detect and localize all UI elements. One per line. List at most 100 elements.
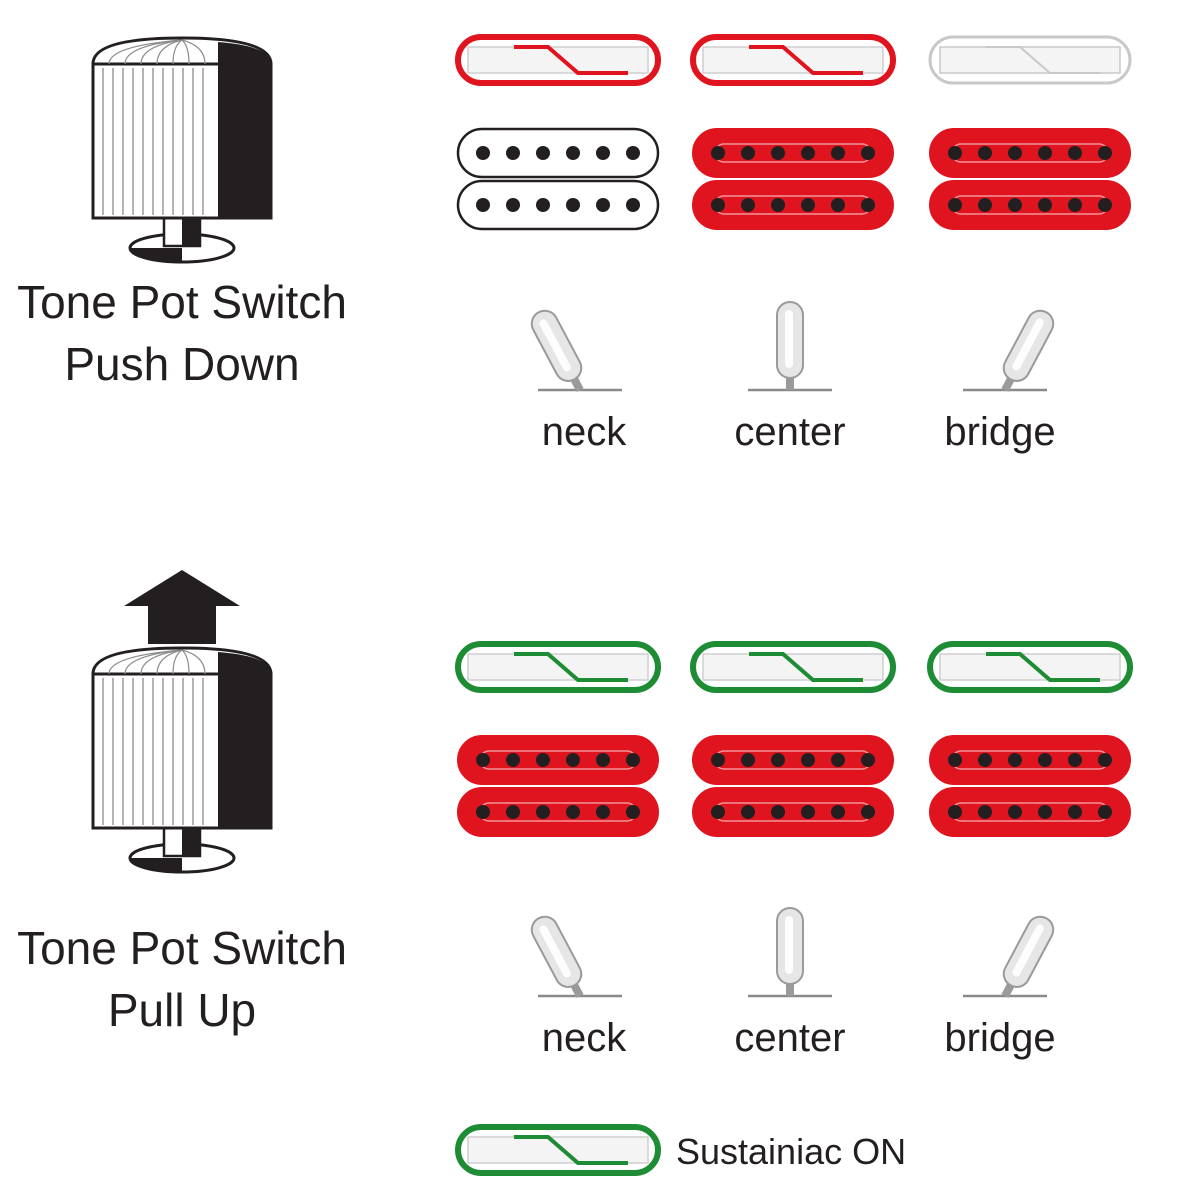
humbucker-coil-top-push-down-neck-body: [456, 127, 660, 179]
sustainiac-pickup-icon-push-down-bridge: [928, 35, 1132, 85]
knob-icon-pull-up-base-ring-shade: [130, 858, 182, 872]
pull-up-title-line2: Pull Up: [108, 984, 256, 1036]
knob-icon-pull-up-dome-shade: [218, 652, 271, 674]
humbucker-coil-top-pull-up-center-pole-1: [711, 753, 725, 767]
selector-lever-icon-pull-up-neck: [530, 915, 622, 998]
humbucker-coil-bottom-pull-up-neck-pole-2: [506, 805, 520, 819]
push-down-label-neck: neck: [542, 410, 627, 454]
humbucker-coil-top-pull-up-bridge-pole-4: [1038, 753, 1052, 767]
humbucker-coil-top-pull-up-bridge: [929, 735, 1131, 785]
sustainiac-pickup-icon-push-down-neck-core: [467, 46, 649, 74]
humbucker-coil-top-push-down-bridge-pole-6: [1098, 146, 1112, 160]
humbucker-coil-top-push-down-neck-pole-3: [536, 146, 550, 160]
section-push-down: [91, 34, 1132, 392]
knob-icon-pull-up-dome-rib-7: [181, 649, 206, 675]
legend-label: Sustainiac ON: [676, 1131, 906, 1172]
humbucker-coil-bottom-pull-up-bridge-pole-4: [1038, 805, 1052, 819]
pull-up-label-neck: neck: [542, 1016, 627, 1060]
humbucker-coil-top-push-down-center-pole-6: [861, 146, 875, 160]
humbucker-coil-top-pull-up-center-pole-6: [861, 753, 875, 767]
knob-icon-push-down-dome-rib-6: [181, 39, 190, 65]
humbucker-coil-top-push-down-neck-pole-5: [596, 146, 610, 160]
sustainiac-pickup-icon-pull-up-center-core: [702, 653, 884, 681]
sustainiac-pickup-icon-push-down-neck: [455, 34, 661, 86]
humbucker-coil-top-push-down-bridge-pole-3: [1008, 146, 1022, 160]
sustainiac-pickup-icon-push-down-center: [690, 34, 896, 86]
knob-icon-push-down-dome-rib-3: [140, 39, 183, 65]
humbucker-coil-top-push-down-neck-pole-2: [506, 146, 520, 160]
section-pull-up: [91, 570, 1133, 998]
selector-lever-icon-pull-up-neck-stick: [530, 915, 584, 998]
humbucker-coil-top-push-down-neck: [456, 127, 660, 179]
humbucker-coil-top-pull-up-center-pole-5: [831, 753, 845, 767]
push-down-label-center: center: [734, 410, 845, 454]
knob-icon-pull-up-dome-rib-5: [172, 649, 183, 675]
sustainiac-pickup-icon-pull-up-center: [690, 641, 896, 693]
legend-sustainiac-pickup-icon-core: [467, 1136, 649, 1164]
humbucker-coil-bottom-pull-up-center-pole-3: [771, 805, 785, 819]
humbucker-coil-bottom-push-down-neck-pole-3: [536, 198, 550, 212]
sustainiac-pickup-icon-pull-up-neck-core: [467, 653, 649, 681]
knob-icon-push-down-base-ring-shade: [130, 248, 182, 262]
humbucker-coil-top-pull-up-center-body: [692, 735, 894, 785]
sustainiac-pickup-icon-pull-up-neck: [455, 641, 661, 693]
humbucker-coil-bottom-push-down-neck-body: [456, 179, 660, 231]
sustainiac-pickup-icon-push-down-neck-switch-line: [514, 45, 628, 75]
knob-icon-push-down-dome-shade: [218, 42, 271, 64]
humbucker-coil-top-push-down-bridge-pole-4: [1038, 146, 1052, 160]
selector-lever-icon-push-down-neck: [530, 309, 622, 392]
push-down-title-line1: Tone Pot Switch: [17, 276, 347, 328]
humbucker-coil-bottom-pull-up-neck-pole-5: [596, 805, 610, 819]
knob-icon-push-down-dome-rib-4: [156, 39, 183, 65]
humbucker-coil-bottom-push-down-bridge-pole-1: [948, 198, 962, 212]
sustainiac-pickup-icon-push-down-center-switch-line: [749, 45, 863, 75]
selector-lever-icon-pull-up-bridge-highlight: [1012, 924, 1044, 977]
pull-up-label-center: center: [734, 1016, 845, 1060]
humbucker-coil-top-pull-up-bridge-pole-2: [978, 753, 992, 767]
sustainiac-pickup-icon-pull-up-bridge-core: [939, 653, 1121, 681]
humbucker-coil-bottom-push-down-center-pole-3: [771, 198, 785, 212]
humbucker-coil-bottom-push-down-center: [692, 180, 894, 230]
humbucker-coil-top-pull-up-neck-pole-2: [506, 753, 520, 767]
selector-lever-icon-push-down-neck-stick: [530, 309, 584, 392]
humbucker-coil-bottom-pull-up-bridge-pole-5: [1068, 805, 1082, 819]
pull-up-label-bridge: bridge: [944, 1016, 1055, 1060]
selector-lever-icon-push-down-center-stick: [776, 301, 804, 390]
humbucker-coil-bottom-push-down-bridge-pole-2: [978, 198, 992, 212]
humbucker-coil-top-pull-up-neck-pole-6: [626, 753, 640, 767]
humbucker-coil-bottom-pull-up-center-pole-6: [861, 805, 875, 819]
humbucker-coil-bottom-push-down-bridge-pole-6: [1098, 198, 1112, 212]
humbucker-coil-top-push-down-center-pole-5: [831, 146, 845, 160]
humbucker-coil-top-push-down-neck-pole-1: [476, 146, 490, 160]
selector-lever-icon-push-down-center: [748, 301, 832, 392]
sustainiac-pickup-icon-pull-up-neck-switch-line: [514, 652, 628, 682]
humbucker-coil-bottom-pull-up-bridge: [929, 787, 1131, 837]
pull-up-arrow-icon: [124, 570, 240, 644]
humbucker-coil-bottom-pull-up-neck-pole-3: [536, 805, 550, 819]
selector-lever-icon-push-down-center-pivot: [786, 376, 794, 390]
knob-icon-push-down-dome-rib-7: [181, 39, 206, 65]
humbucker-coil-bottom-pull-up-neck: [457, 787, 659, 837]
sustainiac-pickup-icon-pull-up-center-switch-line: [749, 652, 863, 682]
humbucker-coil-top-push-down-center-body: [692, 128, 894, 178]
humbucker-coil-bottom-pull-up-center: [692, 787, 894, 837]
legend-sustainiac-pickup-icon: [455, 1124, 661, 1176]
sustainiac-pickup-icon-pull-up-bridge: [927, 641, 1133, 693]
humbucker-coil-bottom-pull-up-neck-pole-4: [566, 805, 580, 819]
selector-lever-icon-pull-up-neck-highlight: [539, 925, 571, 978]
humbucker-coil-bottom-pull-up-neck-pole-6: [626, 805, 640, 819]
humbucker-coil-top-push-down-bridge-pole-5: [1068, 146, 1082, 160]
humbucker-coil-top-pull-up-neck-pole-3: [536, 753, 550, 767]
humbucker-coil-bottom-push-down-center-pole-4: [801, 198, 815, 212]
knob-icon-pull-up-dome-rib-6: [181, 649, 190, 675]
selector-lever-icon-pull-up-bridge: [963, 915, 1055, 998]
humbucker-coil-top-pull-up-neck-pole-1: [476, 753, 490, 767]
humbucker-coil-bottom-push-down-neck-pole-5: [596, 198, 610, 212]
humbucker-coil-top-pull-up-center-pole-2: [741, 753, 755, 767]
humbucker-coil-top-pull-up-center-pole-4: [801, 753, 815, 767]
selector-lever-icon-push-down-bridge-highlight: [1012, 318, 1044, 371]
humbucker-coil-bottom-pull-up-neck-pole-1: [476, 805, 490, 819]
humbucker-coil-bottom-pull-up-bridge-pole-6: [1098, 805, 1112, 819]
humbucker-coil-top-pull-up-center-pole-3: [771, 753, 785, 767]
humbucker-coil-bottom-pull-up-center-pole-1: [711, 805, 725, 819]
